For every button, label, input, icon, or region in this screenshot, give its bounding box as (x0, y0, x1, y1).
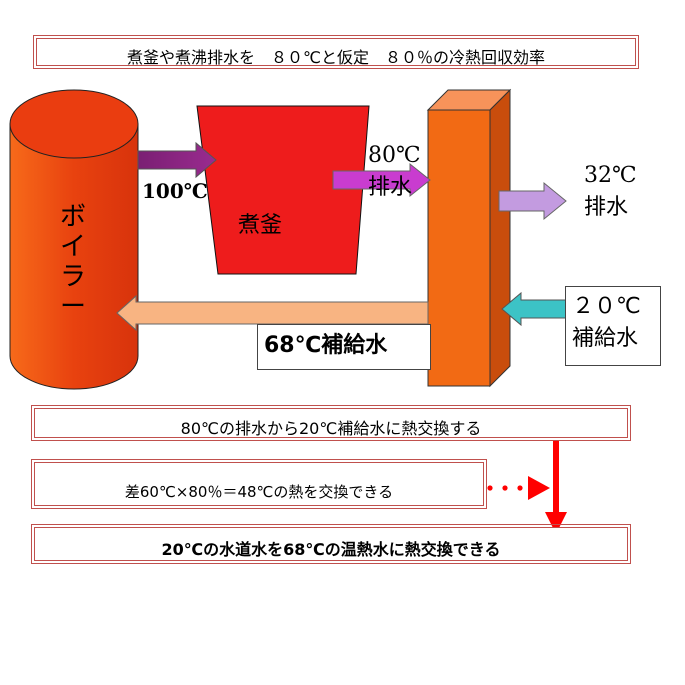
header-text: 煮釜や煮沸排水を ８０℃と仮定 ８０％の冷熱回収効率 (127, 48, 545, 67)
arrow-boiler-to-pot (137, 141, 217, 179)
boiler-label: ボイラー (59, 202, 86, 322)
boiler-cylinder (9, 89, 139, 390)
note-line-1: 80℃の排水から20℃補給水に熱交換する (31, 405, 631, 441)
in-temp-label: 100℃ (142, 179, 208, 203)
header-box: 煮釜や煮沸排水を ８０℃と仮定 ８０％の冷熱回収効率 (33, 35, 639, 69)
supply-in-label: ２０℃ 補給水 (572, 294, 641, 351)
note-line-1-text: 80℃の排水から20℃補給水に熱交換する (180, 419, 482, 438)
pot-label: 煮釜 (238, 213, 283, 238)
drain-in-label: 80℃ 排水 (368, 143, 421, 200)
note-line-3-text: 20℃の水道水を68℃の温熱水に熱交換できる (161, 540, 501, 559)
note-line-2: 差60℃×80％＝48℃の熱を交換できる (31, 459, 487, 509)
note-line-2-text: 差60℃×80％＝48℃の熱を交換できる (124, 483, 394, 501)
dotted-connector (487, 440, 567, 534)
arrow-drain-out (498, 181, 567, 221)
supply-in-box: ２０℃ 補給水 (565, 286, 661, 366)
pot-shape (196, 105, 370, 275)
drain-out-label: 32℃ 排水 (584, 163, 637, 220)
arrow-supply-in (501, 291, 567, 327)
supply-out-label: 68℃補給水 (264, 333, 388, 358)
heat-exchanger (426, 88, 512, 388)
arrow-pot-to-exchanger (332, 162, 431, 198)
supply-out-box: 68℃補給水 (257, 324, 431, 370)
note-line-3: 20℃の水道水を68℃の温熱水に熱交換できる (31, 524, 631, 564)
